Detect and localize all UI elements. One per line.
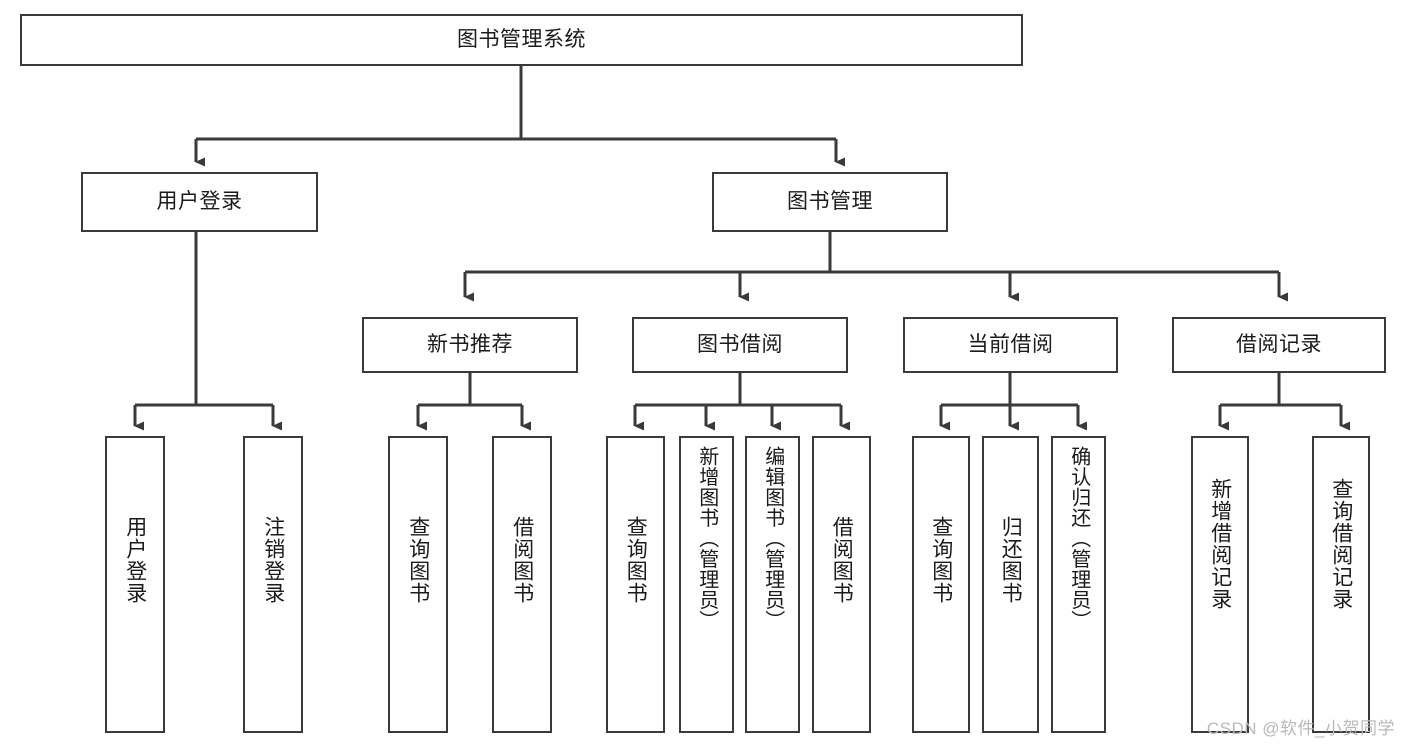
node-leaf-logout-label: 注销登录	[261, 516, 285, 604]
node-leaf-confirm-return[interactable]: 确认归还（管理员）	[1051, 436, 1106, 733]
node-book-borrow-label: 图书借阅	[697, 332, 783, 356]
node-current-borrow[interactable]: 当前借阅	[903, 317, 1118, 373]
node-leaf-query-book-1[interactable]: 查询图书	[388, 436, 448, 733]
node-leaf-add-record-label: 新增借阅记录	[1208, 478, 1232, 610]
node-leaf-user-login[interactable]: 用户登录	[105, 436, 165, 733]
node-root-label: 图书管理系统	[457, 27, 586, 51]
node-leaf-query-record[interactable]: 查询借阅记录	[1312, 436, 1370, 733]
node-leaf-user-login-label: 用户登录	[123, 516, 147, 604]
node-leaf-add-book-label: 新增图书（管理员）	[695, 446, 718, 631]
node-leaf-edit-book-label: 编辑图书（管理员）	[761, 446, 784, 631]
node-new-book-rec[interactable]: 新书推荐	[362, 317, 578, 373]
csdn-watermark: CSDN @软件_小贺同学	[1206, 719, 1395, 738]
node-book-borrow[interactable]: 图书借阅	[632, 317, 848, 373]
node-leaf-borrow-book-1[interactable]: 借阅图书	[492, 436, 552, 733]
node-leaf-add-record[interactable]: 新增借阅记录	[1191, 436, 1249, 733]
node-leaf-logout[interactable]: 注销登录	[243, 436, 303, 733]
node-leaf-edit-book[interactable]: 编辑图书（管理员）	[745, 436, 800, 733]
node-leaf-query-book-3-label: 查询图书	[929, 516, 953, 604]
node-leaf-return-book[interactable]: 归还图书	[982, 436, 1039, 733]
node-leaf-add-book[interactable]: 新增图书（管理员）	[679, 436, 734, 733]
node-leaf-return-book-label: 归还图书	[999, 516, 1023, 604]
node-user-login[interactable]: 用户登录	[81, 172, 318, 232]
node-leaf-borrow-book-2-label: 借阅图书	[830, 516, 854, 604]
node-leaf-borrow-book-2[interactable]: 借阅图书	[812, 436, 871, 733]
node-new-book-rec-label: 新书推荐	[427, 332, 513, 356]
node-leaf-query-book-2-label: 查询图书	[624, 516, 648, 604]
node-book-manage-label: 图书管理	[787, 189, 873, 213]
node-borrow-record[interactable]: 借阅记录	[1172, 317, 1386, 373]
node-leaf-borrow-book-1-label: 借阅图书	[510, 516, 534, 604]
node-current-borrow-label: 当前借阅	[967, 332, 1054, 356]
node-user-login-label: 用户登录	[156, 189, 243, 213]
node-leaf-query-book-3[interactable]: 查询图书	[912, 436, 970, 733]
node-root[interactable]: 图书管理系统	[20, 14, 1023, 66]
node-leaf-query-book-2[interactable]: 查询图书	[606, 436, 665, 733]
node-book-manage[interactable]: 图书管理	[712, 172, 948, 232]
node-leaf-query-record-label: 查询借阅记录	[1329, 478, 1353, 610]
node-leaf-query-book-1-label: 查询图书	[406, 516, 430, 604]
node-borrow-record-label: 借阅记录	[1236, 332, 1322, 356]
node-leaf-confirm-return-label: 确认归还（管理员）	[1067, 446, 1090, 631]
